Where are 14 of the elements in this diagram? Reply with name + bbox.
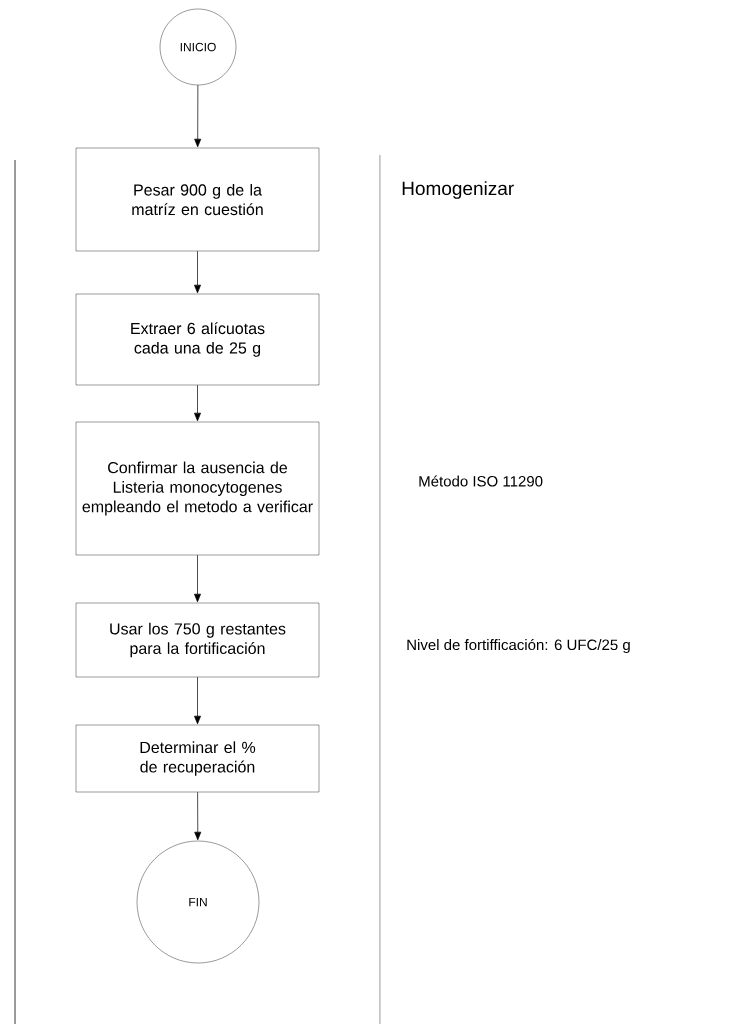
note-text: Homogenizar [402,181,514,199]
arrow [194,554,201,603]
arrow [194,84,202,148]
note-text: Método ISO 11290 [419,475,543,487]
arrow [194,384,201,422]
process-box: Usar los 750 g restantes para la fortificación [75,602,320,678]
arrow [194,791,202,841]
process-box: Determinar el % de recuperación [75,724,320,793]
process-box: Extraer 6 alícuotas cada una de 25 g [75,293,320,386]
process-box: Confirmar la ausencia de Listeria monocytogenes empleando el metodo a verificar [75,421,320,556]
arrow [194,676,201,725]
process-box: Pesar 900 g de la matríz en cuestión [75,147,320,252]
arrow [194,250,201,294]
note-text: Nivel de fortifficación: 6 UFC/25 g [407,638,630,654]
